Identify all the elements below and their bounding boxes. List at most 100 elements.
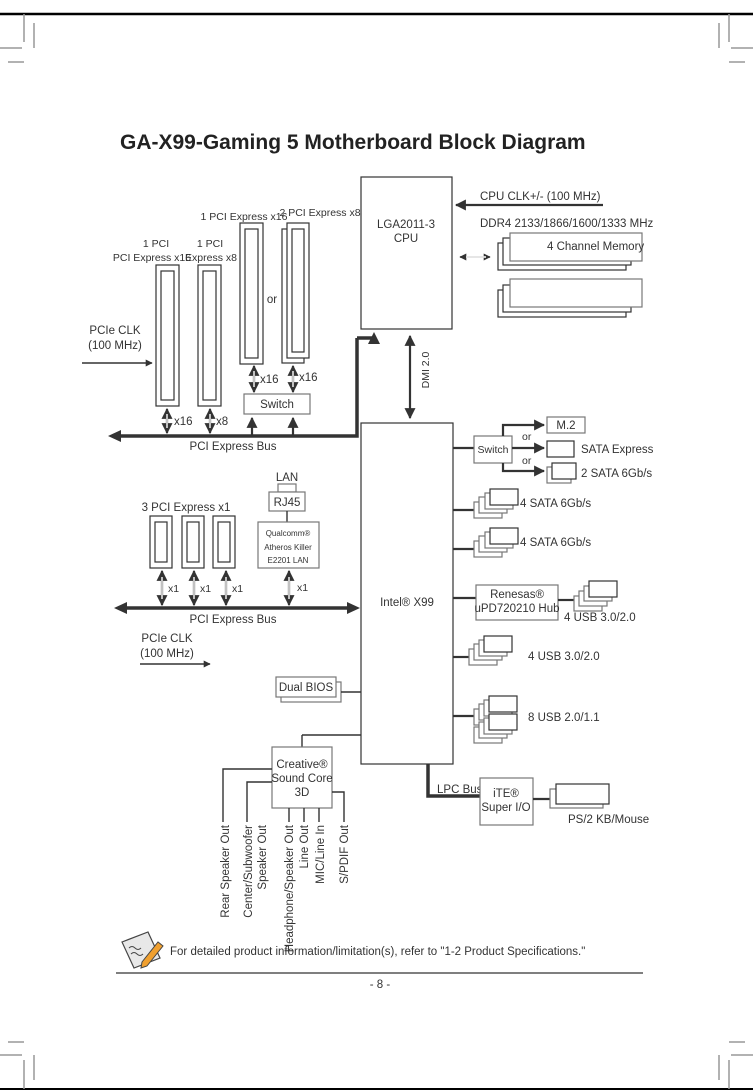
- pcie-or-label: or: [267, 294, 277, 306]
- page-number: - 8 -: [370, 979, 391, 991]
- pcie-bus-top-label: PCI Express Bus: [190, 441, 277, 453]
- audio-chip-label-3: 3D: [295, 787, 310, 799]
- audio-out-lineout: Line Out: [299, 824, 311, 868]
- pcie-slot-4-link-label: x16: [299, 372, 318, 384]
- lan-chip-label-2: Atheros Killer: [264, 543, 312, 552]
- pcie-x1-link-1-label: x1: [168, 583, 179, 595]
- pcie-x1-link-2-label: x1: [200, 583, 211, 595]
- audio-out-spdif: S/PDIF Out: [339, 824, 351, 884]
- dmi-label: DMI 2.0: [420, 351, 432, 388]
- super-io-label-2: Super I/O: [481, 802, 530, 814]
- lan-chip-label-1: Qualcomm®: [266, 529, 311, 538]
- page-title: GA-X99-Gaming 5 Motherboard Block Diagra…: [120, 131, 586, 154]
- pcie-slot-2-link-label: x8: [216, 416, 228, 428]
- sata2-arrow: [501, 463, 546, 477]
- storage-switch: [473, 435, 513, 464]
- pcie-x1-link-3-label: x1: [232, 583, 243, 595]
- usb3-label: 4 USB 3.0/2.0: [528, 651, 600, 663]
- memory-stack-1: [497, 232, 643, 271]
- pcie-x1-slot-3: [212, 515, 236, 569]
- sata-express-box: [546, 440, 575, 458]
- audio-out-rear: Rear Speaker Out: [220, 824, 232, 917]
- pcie-bus-bottom-label: PCI Express Bus: [190, 614, 277, 626]
- dual-bios-label: Dual BIOS: [279, 682, 334, 694]
- bus-left-arrow: [108, 430, 121, 442]
- pcie-slot-2: [197, 264, 222, 407]
- audio-out-center: Center/Subwoofer: [243, 825, 255, 918]
- lpc-bus-label: LPC Bus: [437, 784, 483, 796]
- rj45-label: RJ45: [274, 497, 301, 509]
- dual-bios-box: [275, 676, 337, 698]
- bus-bottom-left-arrow: [114, 602, 127, 614]
- pcie-switch-label: Switch: [260, 399, 294, 411]
- crop-marks: [0, 12, 753, 1090]
- sata2-box: [546, 462, 577, 484]
- super-io-block: [479, 777, 534, 826]
- lpc-bus: [426, 764, 480, 798]
- sata4b-label: 4 SATA 6Gb/s: [520, 537, 591, 549]
- lan-chip-label-3: E2201 LAN: [268, 556, 309, 565]
- pcie-slot-4-label: 2 PCI Express x8: [279, 207, 360, 219]
- pcie-slot-2-label-1: 1 PCI: [197, 238, 223, 250]
- pcie-slot-3-link-label: x16: [260, 374, 279, 386]
- audio-chip-block: [271, 746, 333, 809]
- storage-or-2: or: [522, 455, 532, 467]
- audio-chip-label-1: Creative®: [276, 759, 328, 771]
- storage-switch-label: Switch: [478, 444, 509, 456]
- audio-out-speaker: Speaker Out: [257, 824, 269, 889]
- pcie-slot-3-label: 1 PCI Express x16: [201, 211, 288, 223]
- lan-chip-block: [257, 521, 320, 569]
- sata2-label: 2 SATA 6Gb/s: [581, 468, 652, 480]
- cpu-block: [360, 176, 453, 330]
- usb2-label: 8 USB 2.0/1.1: [528, 712, 600, 724]
- sata4a-stack: [473, 488, 519, 519]
- ps2-stack: [549, 783, 610, 809]
- audio-out-spdif-line: [332, 791, 345, 822]
- cpu-label-1: LGA2011-3: [377, 219, 435, 231]
- storage-or-1: or: [522, 431, 532, 443]
- cpu-label-2: CPU: [394, 233, 418, 245]
- usb-hub-ports-stack: [573, 580, 618, 612]
- chipset-block: [360, 422, 454, 765]
- pcie-slot-3: [239, 222, 264, 365]
- lan-link-label: x1: [297, 582, 308, 594]
- usb2-stack: [473, 695, 518, 744]
- usb-hub-label-1: Renesas®: [490, 589, 544, 601]
- pcie-slot-4: [281, 222, 310, 364]
- pcie-x1-label: 3 PCI Express x1: [142, 502, 231, 514]
- ps2-label: PS/2 KB/Mouse: [568, 814, 649, 826]
- super-io-label-1: iTE®: [493, 788, 519, 800]
- footnote-text: For detailed product information/limitat…: [170, 946, 585, 958]
- audio-out-center-line: [246, 781, 272, 822]
- audio-out-rear-line: [222, 768, 272, 822]
- pcie-slot-1-label-2: PCI Express x16: [113, 252, 191, 264]
- usb-hub-ports-label: 4 USB 3.0/2.0: [564, 612, 636, 624]
- m2-arrow: [501, 419, 546, 436]
- usb-hub-block: [475, 584, 559, 621]
- audio-chip-label-2: Sound Core: [271, 773, 332, 785]
- note-pencil-icon: [121, 931, 164, 969]
- usb-hub-label-2: uPD720210 Hub: [474, 603, 559, 615]
- memory-label: 4 Channel Memory: [547, 241, 644, 253]
- pcie-clk-top-label-2: (100 MHz): [88, 340, 142, 352]
- memory-stack-2: [497, 278, 643, 318]
- pcie-bus-top: [113, 338, 359, 438]
- pcie-x1-slot-1: [149, 515, 173, 569]
- pcie-x1-slot-2: [181, 515, 205, 569]
- m2-box: [546, 416, 586, 434]
- cpu-clock-label: CPU CLK+/- (100 MHz): [480, 191, 601, 203]
- audio-out-mic: MIC/Line In: [315, 825, 327, 884]
- usb3-stack: [468, 635, 513, 666]
- memory-speed-label: DDR4 2133/1866/1600/1333 MHz: [480, 218, 654, 230]
- pcie-slot-2-label-2: Express x8: [185, 252, 237, 264]
- m2-label: M.2: [556, 420, 575, 432]
- audio-out-headphone: Headphone/Speaker Out: [284, 824, 296, 952]
- pcie-slot-1-label-1: 1 PCI: [143, 238, 169, 250]
- pcie-slot-1: [155, 264, 180, 407]
- pcie-clk-bottom-label-1: PCIe CLK: [141, 633, 192, 645]
- sata-express-label: SATA Express: [581, 444, 654, 456]
- chipset-label: Intel® X99: [380, 597, 434, 609]
- pcie-slot-1-link-label: x16: [174, 416, 193, 428]
- sata4a-label: 4 SATA 6Gb/s: [520, 498, 591, 510]
